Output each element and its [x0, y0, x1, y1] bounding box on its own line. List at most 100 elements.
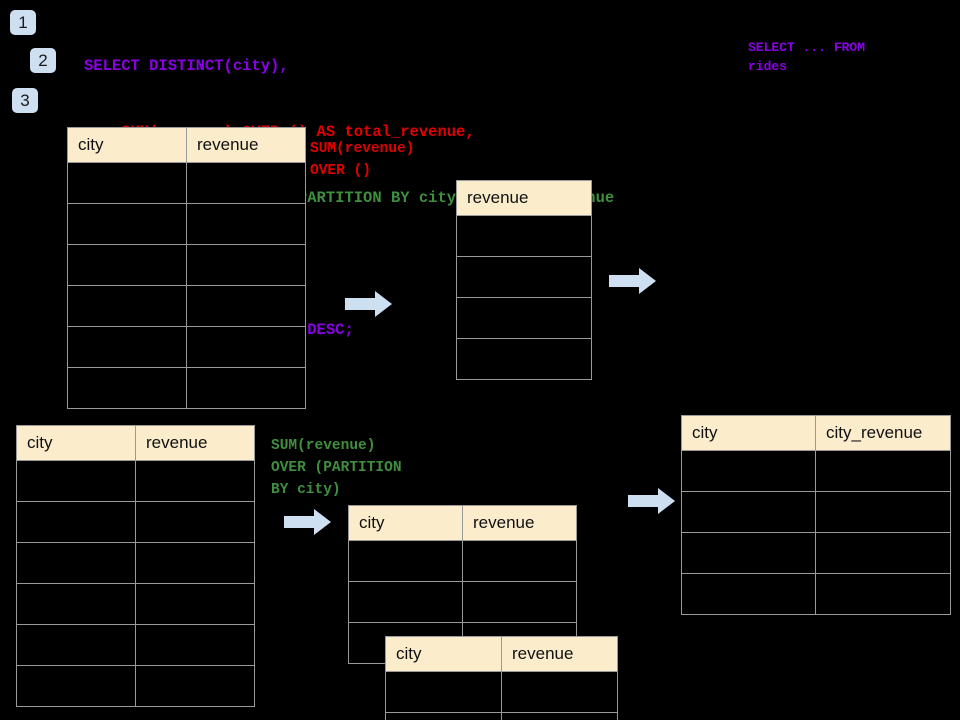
- cell-city-revenue: [815, 450, 951, 492]
- cell-revenue: [462, 540, 577, 582]
- select-from-rides-label: SELECT ... FROM rides: [748, 40, 866, 74]
- cell-city: [67, 285, 187, 327]
- cell-revenue: [456, 256, 592, 298]
- column-header-city-revenue: city_revenue: [815, 415, 951, 451]
- table-row: [385, 671, 618, 713]
- arrow-source-to-total: [345, 291, 392, 317]
- column-header-revenue: revenue: [135, 425, 255, 461]
- cell-city: [67, 162, 187, 204]
- cell-city: [16, 665, 136, 707]
- final-result-table: city city_revenue: [681, 415, 951, 615]
- cell-city: [385, 712, 502, 720]
- table-row: [16, 583, 255, 625]
- table-row: [67, 244, 306, 286]
- table-row: [681, 450, 951, 492]
- sql-line-1: SELECT DISTINCT(city),: [84, 57, 289, 75]
- cell-revenue: [135, 583, 255, 625]
- cell-city: [16, 542, 136, 584]
- cell-city: [385, 671, 502, 713]
- cell-city: [16, 460, 136, 502]
- cell-city: [16, 583, 136, 625]
- cell-revenue: [135, 501, 255, 543]
- step-badge-1: 1: [10, 10, 36, 35]
- cell-city: [681, 573, 816, 615]
- table-row: [681, 573, 951, 615]
- arrow-source-to-partition: [284, 509, 331, 535]
- cell-revenue: [456, 338, 592, 380]
- table-row: [456, 256, 592, 298]
- table-row: [681, 532, 951, 574]
- column-header-city: city: [16, 425, 136, 461]
- table-row: [348, 581, 577, 623]
- cell-revenue: [186, 162, 306, 204]
- column-header-city: city: [67, 127, 187, 163]
- table-row: [385, 712, 618, 720]
- column-header-city: city: [348, 505, 463, 541]
- table-header-row: city revenue: [67, 127, 306, 163]
- table-row: [67, 326, 306, 368]
- cell-city: [16, 501, 136, 543]
- table-row: [16, 624, 255, 666]
- arrow-partition-to-result: [628, 488, 675, 514]
- cell-revenue: [135, 542, 255, 584]
- cell-city: [16, 624, 136, 666]
- cell-city-revenue: [815, 491, 951, 533]
- cell-city-revenue: [815, 573, 951, 615]
- table-row: [348, 540, 577, 582]
- sum-over-empty-label: SUM(revenue) OVER (): [310, 141, 415, 179]
- table-row: [67, 285, 306, 327]
- column-header-city: city: [681, 415, 816, 451]
- partition-group-table-front: city revenue: [385, 636, 618, 720]
- cell-revenue: [135, 624, 255, 666]
- table-row: [16, 542, 255, 584]
- table-header-row: city city_revenue: [681, 415, 951, 451]
- column-header-revenue: revenue: [186, 127, 306, 163]
- step-badge-2: 2: [30, 48, 56, 73]
- table-row: [16, 501, 255, 543]
- total-revenue-table: revenue: [456, 180, 592, 380]
- cell-city: [681, 491, 816, 533]
- cell-revenue: [135, 665, 255, 707]
- table-row: [681, 491, 951, 533]
- cell-city: [67, 326, 187, 368]
- cell-revenue: [186, 326, 306, 368]
- table-row: [16, 460, 255, 502]
- table-header-row: city revenue: [385, 636, 618, 672]
- rides-source-table-bottom: city revenue: [16, 425, 255, 707]
- table-row: [456, 215, 592, 257]
- rides-source-table-top: city revenue: [67, 127, 306, 409]
- column-header-city: city: [385, 636, 502, 672]
- arrow-total-to-result: [609, 268, 656, 294]
- cell-city: [348, 540, 463, 582]
- table-row: [16, 665, 255, 707]
- table-header-row: city revenue: [348, 505, 577, 541]
- cell-revenue: [135, 460, 255, 502]
- cell-city: [681, 450, 816, 492]
- cell-city: [67, 244, 187, 286]
- sum-over-partition-label: SUM(revenue) OVER (PARTITION BY city): [271, 438, 402, 498]
- column-header-revenue: revenue: [501, 636, 618, 672]
- table-header-row: revenue: [456, 180, 592, 216]
- cell-city: [67, 203, 187, 245]
- table-row: [67, 367, 306, 409]
- cell-revenue: [186, 203, 306, 245]
- cell-revenue: [186, 285, 306, 327]
- cell-revenue: [456, 297, 592, 339]
- cell-revenue: [462, 581, 577, 623]
- table-row: [456, 338, 592, 380]
- column-header-revenue: revenue: [462, 505, 577, 541]
- cell-revenue: [186, 244, 306, 286]
- cell-revenue: [186, 367, 306, 409]
- column-header-revenue: revenue: [456, 180, 592, 216]
- table-header-row: city revenue: [16, 425, 255, 461]
- cell-revenue: [456, 215, 592, 257]
- cell-city: [348, 581, 463, 623]
- partition-group-table-back: city revenue: [348, 505, 577, 664]
- step-badge-3: 3: [12, 88, 38, 113]
- cell-revenue: [501, 712, 618, 720]
- cell-revenue: [501, 671, 618, 713]
- table-row: [67, 203, 306, 245]
- table-row: [67, 162, 306, 204]
- cell-city: [67, 367, 187, 409]
